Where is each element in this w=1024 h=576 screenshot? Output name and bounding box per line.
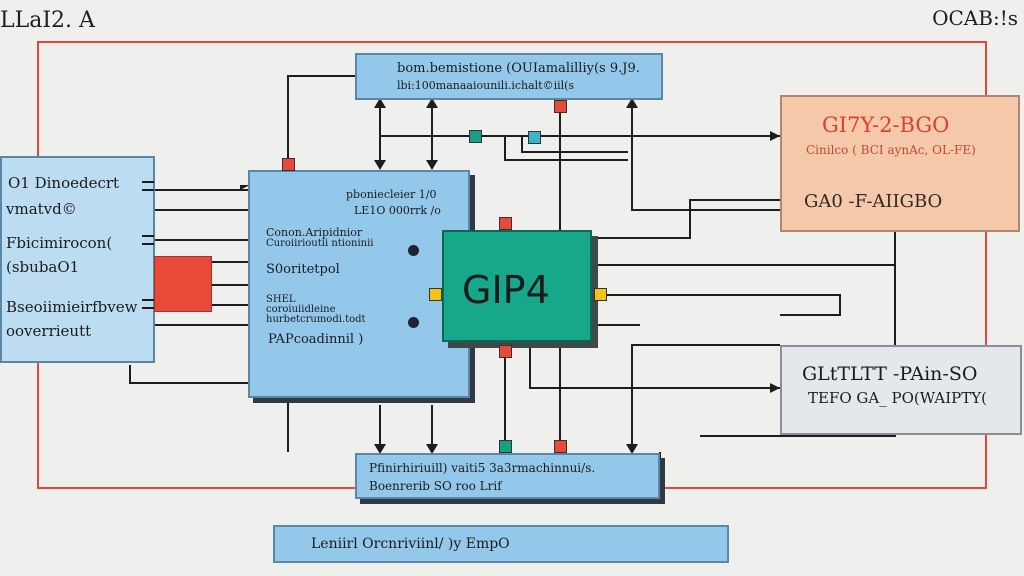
mid-block-header1: pboniecleier 1/0 (346, 188, 437, 201)
top-block: bom.bemistione (OUIamalilliy(s 9.J9. lbi… (355, 53, 663, 100)
left-block-line: (sbubaO1 (6, 258, 80, 276)
right-top-line3: GA0 -F-AIIGBO (804, 191, 943, 212)
left-block-pins (142, 181, 154, 309)
bottom-block-line1: Pfinirhiriuill) vaiti5 3a3rmachinnui/s. (369, 461, 596, 475)
corner-label-right: OCAB:!s (932, 6, 1018, 30)
mid-block-line: hurbetcrumodi.todt (266, 314, 366, 325)
red-block (154, 256, 212, 312)
corner-label-left: LLaI2. A (0, 8, 95, 33)
yellow-pad (594, 288, 607, 301)
top-block-line2: lbi:100manaaiounili.ichalt©iil(s (397, 79, 575, 92)
right-bottom-subtitle: TEFO GA_ PO(WAIPTY( (808, 389, 988, 407)
red-pad (499, 217, 512, 230)
left-block-line: ooverrieutt (6, 322, 92, 340)
footer-block: Leniirl Orcnriviinl/ )y EmpO (273, 525, 729, 563)
left-block-line: Fbicimirocon( (6, 234, 113, 252)
connector-dot (408, 317, 419, 328)
right-bottom-block: GLtTLTT -PAin-SO TEFO GA_ PO(WAIPTY( (780, 345, 1022, 435)
mid-block: pboniecleier 1/0 LE1O 000rrk /o Conon.Ar… (248, 170, 470, 398)
left-block-line: O1 Dinoedecrt (8, 174, 120, 192)
top-block-line1: bom.bemistione (OUIamalilliy(s 9.J9. (397, 61, 640, 76)
right-bottom-title: GLtTLTT -PAin-SO (802, 363, 978, 385)
red-pad (499, 345, 512, 358)
teal-pad (499, 440, 512, 453)
mid-block-line: SHEL (266, 294, 296, 305)
mid-block-line: S0oritetpol (266, 262, 340, 277)
arrowheads (240, 98, 780, 454)
center-block-label: GIP4 (462, 268, 550, 312)
left-block: O1 Dinoedecrt vmatvd© Fbicimirocon( (sbu… (0, 156, 155, 363)
footer-block-label: Leniirl Orcnriviinl/ )y EmpO (311, 536, 510, 552)
mid-block-line: Curoiirioutii ntioninii (266, 238, 374, 249)
yellow-pad (429, 288, 442, 301)
center-block-gip4: GIP4 (442, 230, 592, 342)
red-pad (282, 158, 295, 171)
bottom-block: Pfinirhiriuill) vaiti5 3a3rmachinnui/s. … (355, 453, 660, 499)
bottom-block-line2: Boenrerib SO roo Lrif (369, 479, 502, 493)
mid-block-line: PAPcoadinnil ) (268, 332, 364, 347)
cyan-pad (528, 131, 541, 144)
right-top-title: GI7Y-2-BGO (822, 113, 950, 137)
red-pad (554, 100, 567, 113)
mid-block-line: Conon.Aripidnior (266, 226, 363, 239)
right-top-block: GI7Y-2-BGO Cinilco ( BCI aynAc, OL-FE) G… (780, 95, 1020, 232)
teal-pad (469, 130, 482, 143)
connector-dot (408, 245, 419, 256)
mid-block-header2: LE1O 000rrk /o (354, 204, 441, 217)
left-block-line: Bseoiimieirfbvew (6, 298, 138, 316)
right-top-subtitle: Cinilco ( BCI aynAc, OL-FE) (806, 143, 976, 157)
red-pad (554, 440, 567, 453)
mid-block-line: coroiuiidleine (266, 304, 336, 315)
left-block-line: vmatvd© (6, 200, 77, 218)
